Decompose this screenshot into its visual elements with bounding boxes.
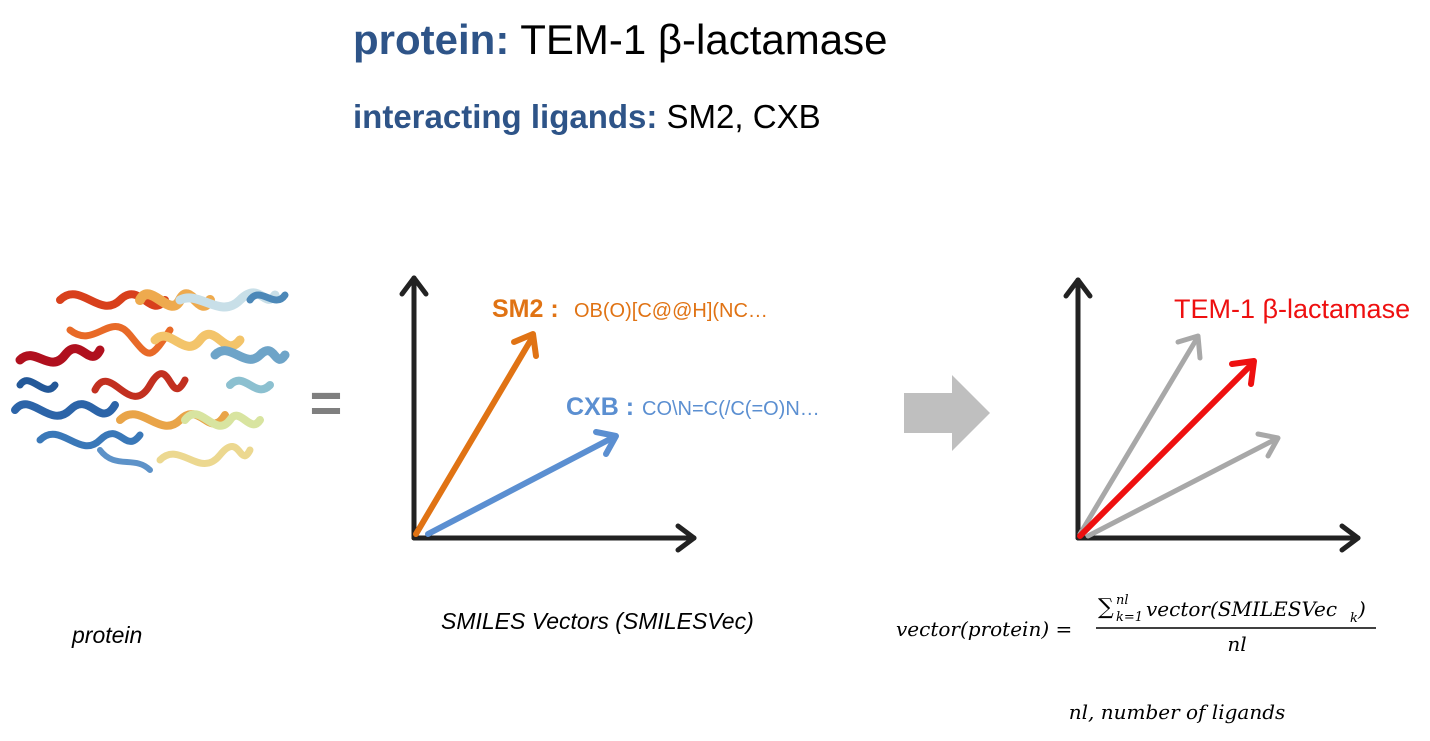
ligand-vector-upper (1077, 333, 1203, 537)
formula-sum: ∑ (1098, 595, 1114, 620)
protein-title: protein: TEM-1 β-lactamase (353, 14, 887, 66)
formula-term-sub: k (1350, 611, 1358, 626)
sm2-smiles: OB(O)[C@@H](NC… (574, 300, 768, 322)
equals-sign: = (310, 371, 343, 434)
smilesvec-caption: SMILES Vectors (SMILESVec) (441, 608, 754, 634)
cxb-name: CXB : (566, 393, 634, 421)
ligands-key: interacting ligands: (353, 98, 658, 135)
formula-sup: nl (1116, 593, 1129, 608)
cxb-smiles: CO\N=C(/C(=O)N… (642, 398, 820, 420)
protein-ribbon-icon (11, 288, 290, 473)
formula-term-close: ) (1357, 597, 1366, 621)
right-arrow-icon (904, 375, 990, 451)
result-axes (1063, 277, 1361, 553)
result-label: TEM-1 β-lactamase (1174, 294, 1410, 324)
formula-sub: k=1 (1116, 610, 1143, 625)
smiles-axes (399, 275, 697, 553)
protein-vector-formula: vector(protein) = ∑ nl k=1 vector(SMILES… (896, 593, 1376, 656)
formula-lhs: vector(protein) = (896, 617, 1072, 641)
ligand-vector-lower (1085, 431, 1281, 539)
sm2-vector (413, 331, 539, 537)
cxb-vector (425, 429, 619, 537)
formula-term: vector(SMILESVec (1146, 597, 1337, 621)
protein-value: TEM-1 β-lactamase (520, 16, 888, 63)
sm2-name: SM2 : (492, 295, 559, 323)
protein-vector (1077, 358, 1257, 539)
ligands-value: SM2, CXB (666, 98, 821, 135)
protein-caption: protein (72, 622, 143, 648)
ligands-line: interacting ligands: SM2, CXB (353, 96, 821, 138)
protein-key: protein: (353, 16, 510, 63)
ligand-count-note: nl, number of ligands (1069, 700, 1286, 724)
formula-denominator: nl (1227, 632, 1246, 656)
